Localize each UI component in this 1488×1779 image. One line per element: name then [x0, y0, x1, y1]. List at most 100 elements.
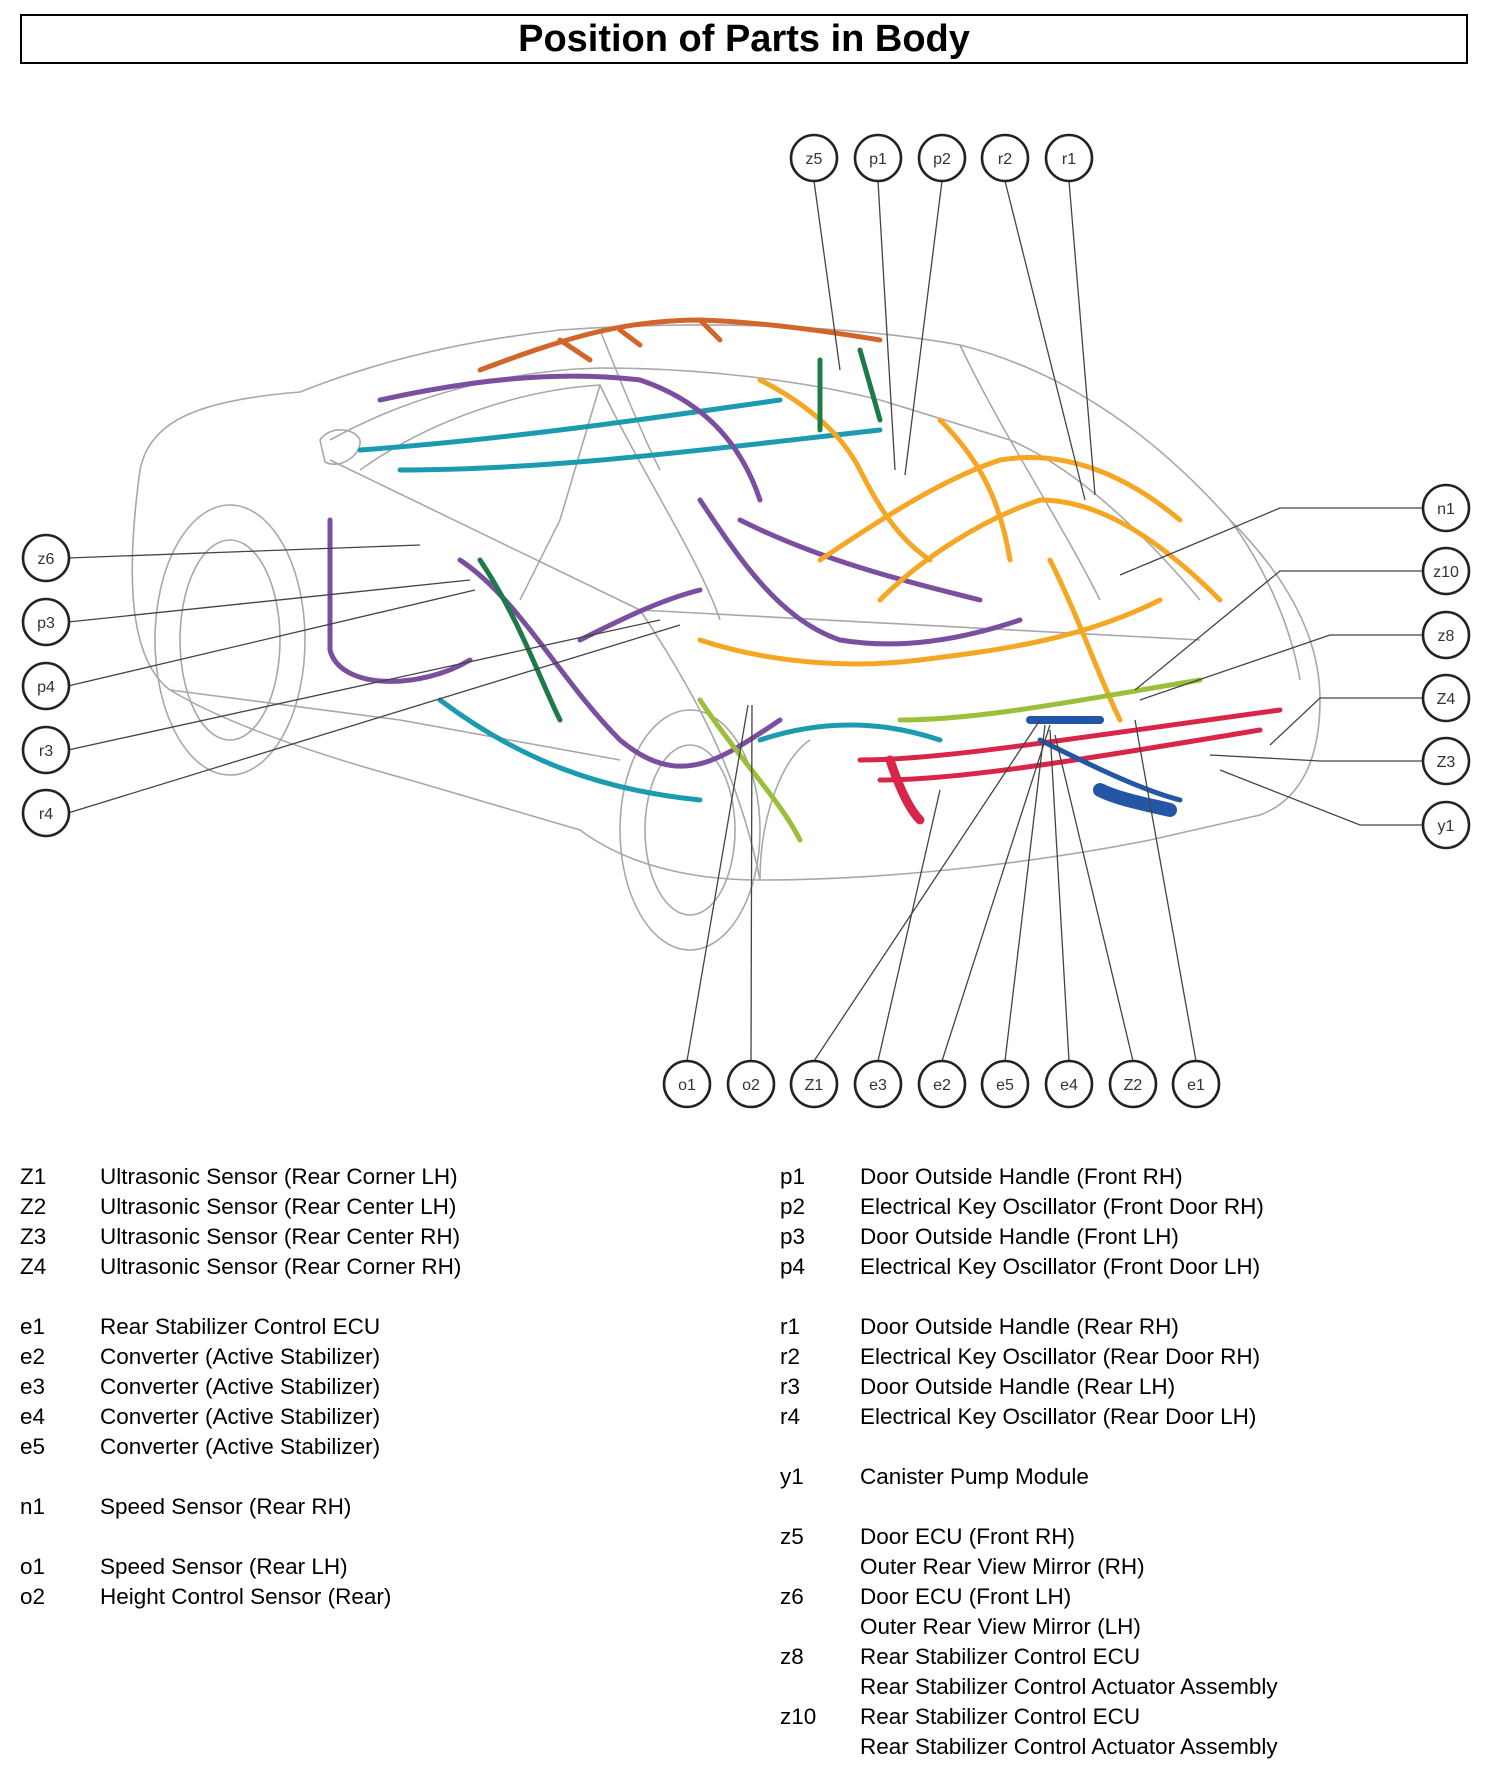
callout-circle-p2 [917, 133, 967, 183]
legend-code: y1 [780, 1464, 804, 1489]
legend-description: Speed Sensor (Rear RH) [100, 1494, 352, 1519]
legend-code: p2 [780, 1194, 806, 1219]
legend-row: o1 Speed Sensor (Rear LH) [20, 1552, 740, 1582]
legend-row: Z2 Ultrasonic Sensor (Rear Center LH) [20, 1192, 740, 1222]
callout-circle-p4 [21, 661, 71, 711]
legend-description: Converter (Active Stabilizer) [100, 1344, 381, 1369]
legend-code: e3 [20, 1374, 46, 1399]
callout-label-p4: p4 [37, 679, 55, 696]
callout-circle-r3 [21, 725, 71, 775]
legend-row: o2 Height Control Sensor (Rear) [20, 1582, 740, 1612]
callout-label-z5: z5 [806, 151, 823, 168]
callout-circle-r4 [21, 788, 71, 838]
legend-row: e5 Converter (Active Stabilizer) [20, 1432, 740, 1462]
legend-description: Converter (Active Stabilizer) [100, 1404, 381, 1429]
legend-code: r3 [780, 1374, 801, 1399]
legend-code: r4 [780, 1404, 801, 1429]
legend-row: r3 Door Outside Handle (Rear LH) [780, 1372, 1480, 1402]
legend-code: e4 [20, 1404, 46, 1429]
legend-code: z5 [780, 1524, 804, 1549]
callout-circle-p3 [21, 597, 71, 647]
legend-code: Z4 [20, 1254, 47, 1279]
callout-label-z4: Z4 [1437, 691, 1456, 708]
callout-label-e5: e5 [996, 1077, 1014, 1094]
legend-row: z10 Rear Stabilizer Control ECU [780, 1702, 1480, 1732]
callout-circle-o2 [726, 1059, 776, 1109]
callout-circle-z8 [1421, 610, 1471, 660]
callout-label-e4: e4 [1060, 1077, 1078, 1094]
callout-label-n1: n1 [1437, 501, 1455, 518]
legend-description: Rear Stabilizer Control ECU [860, 1644, 1141, 1669]
callout-circle-p1 [853, 133, 903, 183]
callout-circle-z6 [21, 533, 71, 583]
legend-code: e5 [20, 1434, 46, 1459]
legend-code: e2 [20, 1344, 46, 1369]
callout-circle-y1 [1421, 800, 1471, 850]
legend-description: Door Outside Handle (Rear RH) [860, 1314, 1179, 1339]
legend-row: Outer Rear View Mirror (RH) [780, 1552, 1480, 1582]
legend-code [780, 1732, 860, 1762]
legend-description: Converter (Active Stabilizer) [100, 1434, 381, 1459]
callout-circle-r1 [1044, 133, 1094, 183]
leader-lines [67, 180, 1423, 1062]
legend-description: Rear Stabilizer Control Actuator Assembl… [860, 1674, 1278, 1699]
legend-code: e1 [20, 1314, 46, 1339]
legend-description: Door ECU (Front RH) [860, 1524, 1076, 1549]
legend-description: Ultrasonic Sensor (Rear Center LH) [100, 1194, 457, 1219]
legend-row: Rear Stabilizer Control Actuator Assembl… [780, 1672, 1480, 1702]
callout-label-z1: Z1 [805, 1077, 824, 1094]
legend-row: z5 Door ECU (Front RH) [780, 1522, 1480, 1552]
legend-spacer [20, 1462, 740, 1492]
legend-code: r2 [780, 1344, 801, 1369]
callout-label-e2: e2 [933, 1077, 951, 1094]
page-title-box: Position of Parts in Body [20, 14, 1468, 64]
callout-circle-n1 [1421, 483, 1471, 533]
legend-description: Door Outside Handle (Rear LH) [860, 1374, 1176, 1399]
legend-description: Ultrasonic Sensor (Rear Corner RH) [100, 1254, 462, 1279]
legend-description: Height Control Sensor (Rear) [100, 1584, 392, 1609]
callout-label-o2: o2 [742, 1077, 760, 1094]
callout-circle-e1 [1171, 1059, 1221, 1109]
legend-description: Door ECU (Front LH) [860, 1584, 1072, 1609]
callout-circle-e3 [853, 1059, 903, 1109]
legend-row: p2 Electrical Key Oscillator (Front Door … [780, 1192, 1480, 1222]
legend-code: p3 [780, 1224, 806, 1249]
legend-row: e3 Converter (Active Stabilizer) [20, 1372, 740, 1402]
legend-code: Z2 [20, 1194, 47, 1219]
legend-row: e2 Converter (Active Stabilizer) [20, 1342, 740, 1372]
legend-code: o2 [20, 1584, 46, 1609]
legend-code: n1 [20, 1494, 46, 1519]
callout-circle-z4 [1421, 673, 1471, 723]
legend-code [780, 1612, 860, 1642]
legend-code: p1 [780, 1164, 806, 1189]
legend-row: Outer Rear View Mirror (LH) [780, 1612, 1480, 1642]
legend-description: Electrical Key Oscillator (Rear Door LH) [860, 1404, 1257, 1429]
legend-description: Rear Stabilizer Control ECU [100, 1314, 381, 1339]
callout-circle-e2 [917, 1059, 967, 1109]
legend-description: Rear Stabilizer Control ECU [860, 1704, 1141, 1729]
wiring-harness [327, 317, 1283, 843]
legend-description: Speed Sensor (Rear LH) [100, 1554, 348, 1579]
legend-row: e4 Converter (Active Stabilizer) [20, 1402, 740, 1432]
callout-circle-z3 [1421, 736, 1471, 786]
callout-circle-r2 [980, 133, 1030, 183]
legend-spacer [20, 1522, 740, 1552]
legend-description: Door Outside Handle (Front LH) [860, 1224, 1179, 1249]
legend-code: o1 [20, 1554, 46, 1579]
legend-row: e1 Rear Stabilizer Control ECU [20, 1312, 740, 1342]
legend-code: z10 [780, 1704, 817, 1729]
legend-row: p3 Door Outside Handle (Front LH) [780, 1222, 1480, 1252]
callout-label-z8: z8 [1438, 628, 1455, 645]
legend-description: Electrical Key Oscillator (Front Door RH… [860, 1194, 1264, 1219]
callout-label-r2: r2 [998, 151, 1012, 168]
callout-label-z10: z10 [1433, 564, 1459, 581]
legend-description: Converter (Active Stabilizer) [100, 1374, 381, 1399]
legend-description: Outer Rear View Mirror (RH) [860, 1554, 1145, 1579]
